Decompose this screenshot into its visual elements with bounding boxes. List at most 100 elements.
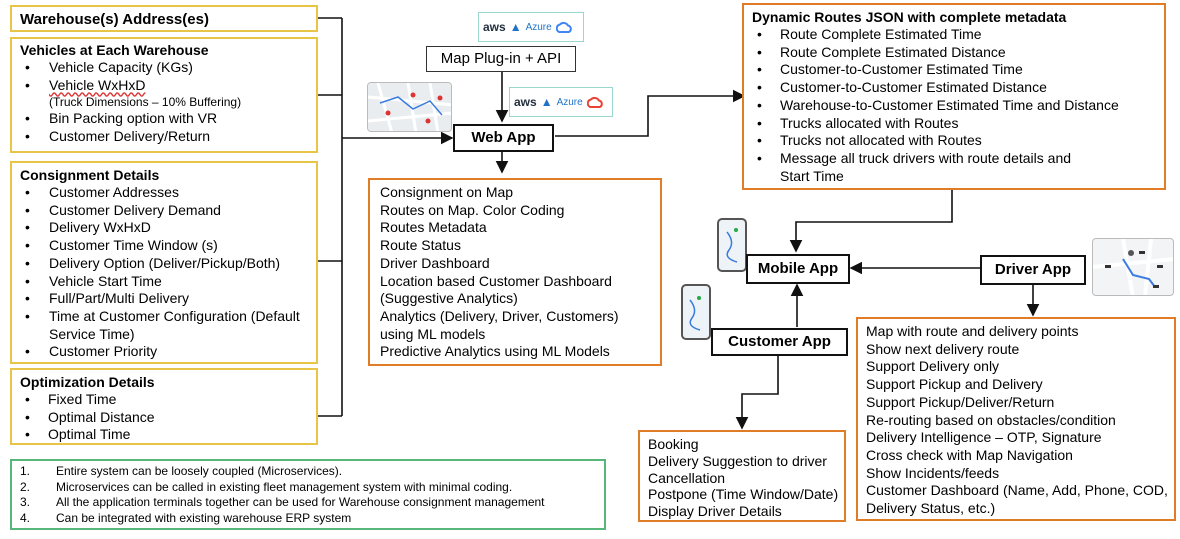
driver-features-box: Map with route and delivery points Show …: [856, 317, 1176, 521]
optimization-title: Optimization Details: [20, 374, 155, 390]
azure-label: Azure: [556, 96, 583, 108]
azure-icon: ▲: [540, 95, 553, 109]
list-item: Route Complete Estimated Time: [752, 26, 1156, 44]
list-item: Customer Dashboard (Name, Add, Phone, CO…: [866, 482, 1168, 499]
list-item: Cross check with Map Navigation: [866, 446, 1073, 463]
list-item: Customer Addresses: [20, 184, 308, 202]
list-item: Trucks allocated with Routes: [752, 115, 1156, 133]
list-item: Delivery Option (Deliver/Pickup/Both): [20, 255, 308, 273]
cloud-providers-logo-mid: aws ▲ Azure: [509, 87, 613, 117]
note-item: 2. Microservices can be called in existin…: [16, 480, 600, 496]
list-item: Cancellation: [648, 469, 726, 486]
list-item: Route Complete Estimated Distance: [752, 44, 1156, 62]
cloud-providers-logo-top: aws ▲ Azure: [478, 12, 584, 42]
note-number: 1.: [20, 464, 31, 478]
vehicles-title: Vehicles at Each Warehouse: [20, 42, 209, 58]
list-item: Bin Packing option with VR: [20, 110, 308, 128]
vehicles-box: Vehicles at Each Warehouse Vehicle Capac…: [10, 37, 318, 153]
list-item: Optimal Time: [20, 426, 308, 444]
consignment-box: Consignment Details Customer Addresses C…: [10, 161, 318, 364]
list-item: Re-routing based on obstacles/condition: [866, 411, 1116, 428]
list-item: Trucks not allocated with Routes: [752, 132, 1156, 150]
consignment-title: Consignment Details: [20, 167, 160, 183]
optimization-box: Optimization Details Fixed Time Optimal …: [10, 368, 318, 445]
note-item: 3. All the application terminals together…: [16, 495, 600, 511]
list-item-continuation: Service Time): [49, 325, 135, 342]
list-item: Message all truck drivers with route det…: [752, 150, 1156, 168]
list-item: Routes on Map. Color Coding: [380, 201, 565, 218]
web-features-box: Consignment on Map Routes on Map. Color …: [368, 178, 662, 366]
list-item: Customer Priority: [20, 343, 308, 361]
google-cloud-icon: [555, 21, 572, 33]
vehicle-dims-text: Vehicle WxHxD: [49, 76, 146, 93]
note-item: 4. Can be integrated with existing wareho…: [16, 511, 600, 527]
google-cloud-icon: [586, 96, 603, 108]
list-item: Vehicle Start Time: [20, 273, 308, 291]
note-text: Can be integrated with existing warehous…: [56, 510, 352, 525]
list-item: Time at Customer Configuration (Default: [20, 308, 308, 326]
route-map-icon: [726, 228, 738, 263]
note-text: Microservices can be called in existing …: [56, 479, 513, 494]
list-item: Analytics (Delivery, Driver, Customers): [380, 307, 619, 324]
phone-icon: [681, 284, 711, 340]
list-item: Postpone (Time Window/Date): [648, 486, 839, 503]
list-item: Support Delivery only: [866, 358, 1000, 375]
warehouse-title: Warehouse(s) Address(es): [20, 11, 209, 28]
list-item: Customer Delivery Demand: [20, 202, 308, 220]
azure-icon: ▲: [509, 20, 522, 34]
list-item: Delivery Status, etc.): [866, 500, 996, 517]
list-item: Delivery Suggestion to driver: [648, 452, 827, 469]
web-app-box: Web App: [453, 124, 554, 152]
driver-map-thumbnail: [1092, 238, 1174, 296]
list-item: Show next delivery route: [866, 340, 1020, 357]
routes-title: Dynamic Routes JSON with complete metada…: [752, 9, 1067, 25]
list-item: Customer-to-Customer Estimated Time: [752, 61, 1156, 79]
azure-label: Azure: [525, 21, 552, 33]
list-item: Vehicle Capacity (KGs): [20, 59, 308, 77]
list-item: (Suggestive Analytics): [380, 290, 518, 307]
note-number: 4.: [20, 510, 31, 525]
map-plugin-box: Map Plug-in + API: [426, 46, 576, 72]
note-number: 2.: [20, 479, 31, 494]
phone-icon: [717, 218, 747, 272]
list-item: Show Incidents/feeds: [866, 464, 1000, 481]
list-item: Delivery Intelligence – OTP, Signature: [866, 429, 1102, 446]
note-item: 1. Entire system can be loosely coupled (…: [16, 464, 600, 480]
list-item: Optimal Distance: [20, 409, 308, 427]
note-text: All the application terminals together c…: [56, 495, 545, 509]
note-text: Entire system can be loosely coupled (Mi…: [56, 464, 343, 478]
list-item: Driver Dashboard: [380, 254, 490, 271]
customer-app-box: Customer App: [711, 328, 848, 356]
warehouse-box: Warehouse(s) Address(es): [10, 5, 318, 32]
list-item: Fixed Time: [20, 391, 308, 409]
notes-box: 1. Entire system can be loosely coupled (…: [10, 459, 606, 530]
list-item: Warehouse-to-Customer Estimated Time and…: [752, 97, 1156, 115]
list-item: Predictive Analytics using ML Models: [380, 343, 610, 360]
list-item: Support Pickup/Deliver/Return: [866, 393, 1055, 410]
route-map-icon: [689, 296, 701, 331]
note-number: 3.: [20, 495, 31, 509]
list-item: Delivery WxHxD: [20, 219, 308, 237]
list-item: Customer Time Window (s): [20, 237, 308, 255]
list-item-continuation: Start Time: [780, 167, 844, 184]
list-item: Booking: [648, 436, 699, 452]
list-item: Display Driver Details: [648, 503, 782, 520]
aws-logo: aws: [483, 20, 506, 34]
list-item: Vehicle WxHxD: [20, 77, 308, 95]
list-item: Routes Metadata: [380, 219, 487, 236]
list-item: Support Pickup and Delivery: [866, 376, 1043, 393]
mobile-app-box: Mobile App: [746, 254, 850, 284]
list-item: Customer Delivery/Return: [20, 128, 308, 146]
list-item: Customer-to-Customer Estimated Distance: [752, 79, 1156, 97]
list-item: Map with route and delivery points: [866, 323, 1079, 339]
map-thumbnail: [367, 82, 452, 132]
customer-features-box: Booking Delivery Suggestion to driver Ca…: [638, 430, 846, 522]
list-item: Route Status: [380, 237, 461, 254]
map-icon: [368, 83, 451, 131]
truck-map-icon: [1093, 239, 1173, 295]
aws-logo: aws: [514, 95, 537, 109]
list-item: Location based Customer Dashboard: [380, 272, 612, 289]
truck-dimensions-note: (Truck Dimensions – 10% Buffering): [49, 95, 242, 110]
routes-json-box: Dynamic Routes JSON with complete metada…: [742, 3, 1166, 190]
